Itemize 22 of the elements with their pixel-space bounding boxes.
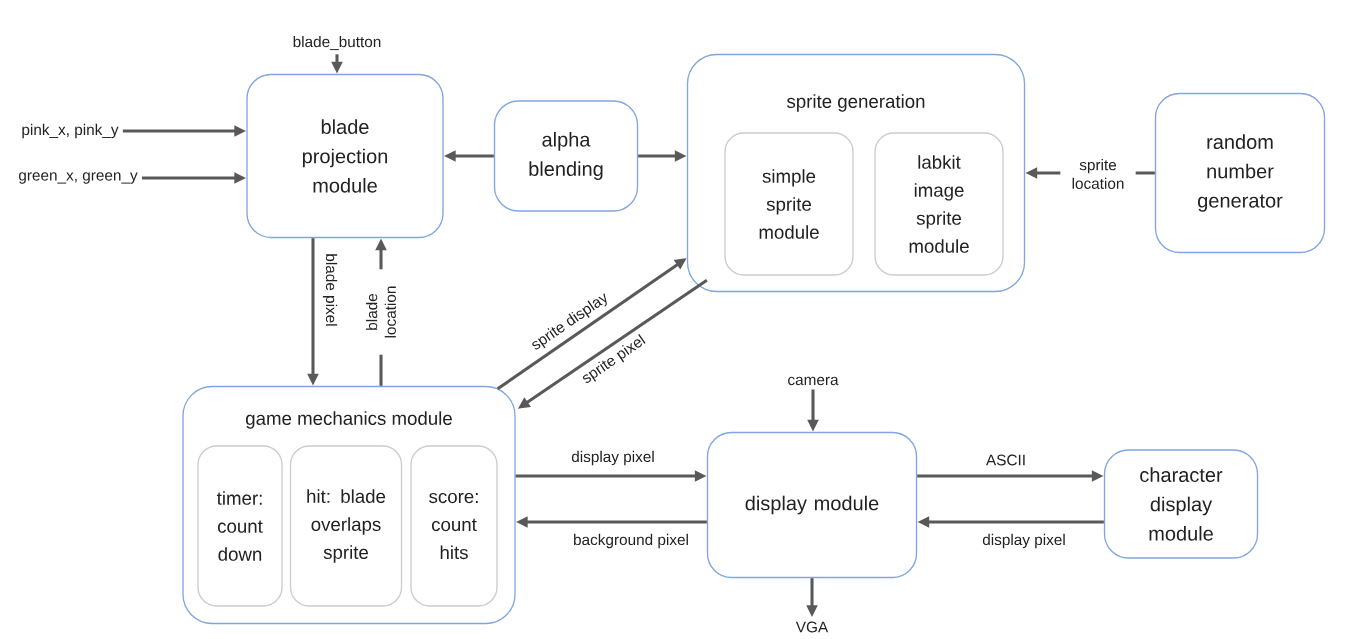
signal-label: pink_x, pink_y [22,123,119,139]
module-box: alpha blending [493,100,639,212]
edge-label: background pixel [574,533,688,549]
edge-label: ASCII [986,454,1025,466]
signal-label: camera [788,376,839,386]
module-box: display module [706,431,918,579]
submodule-box: timer: count down [197,445,283,607]
edge-label: display pixel [982,533,1065,549]
module-box: blade projection module [246,73,444,239]
edge-label: blade pixel [322,254,338,326]
submodule-box: score: count hits [410,445,498,607]
signal-label: blade_button [293,35,381,51]
module-box: character display module [1103,449,1259,559]
signal-label: green_x, green_y [19,172,138,184]
submodule-box: hit: blade overlaps sprite [289,445,403,607]
edge-label: blade location [363,269,399,355]
submodule-box: labkit image sprite module [874,132,1004,276]
edge-label: display pixel [571,450,654,466]
edge-label: sprite location [1060,156,1136,192]
submodule-box: simple sprite module [724,132,854,276]
module-box: random number generator [1154,92,1326,254]
signal-label: VGA [795,621,829,633]
